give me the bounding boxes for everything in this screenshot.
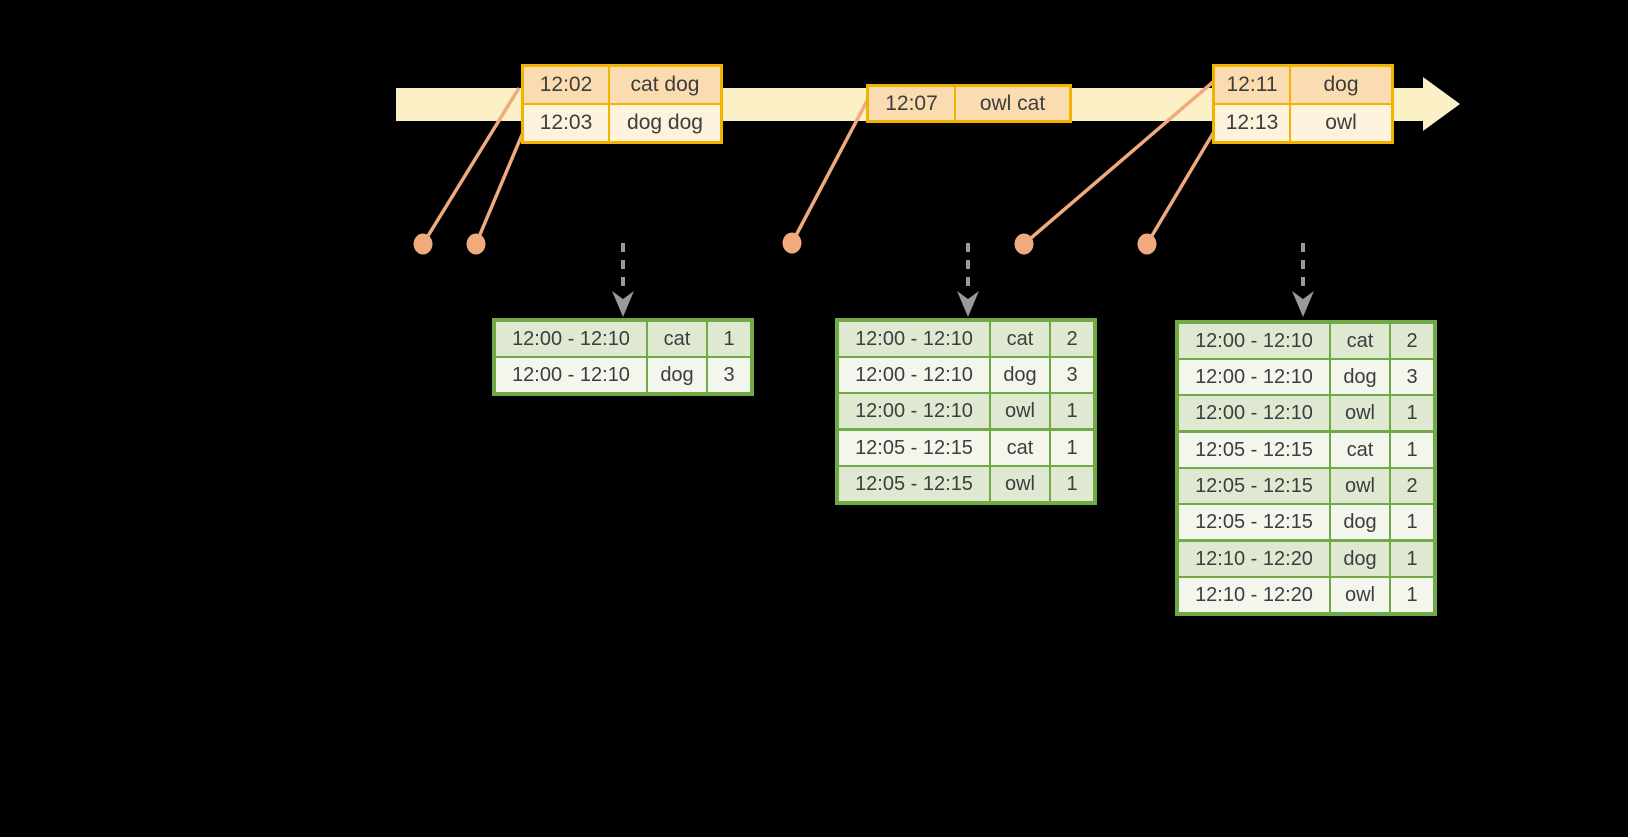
count-cell: 1	[1051, 394, 1093, 428]
window-cell: 12:00 - 12:10	[839, 322, 989, 356]
window-cell: 12:05 - 12:15	[1179, 505, 1329, 539]
word-cell: cat	[648, 322, 706, 356]
count-cell: 2	[1391, 469, 1433, 503]
word-cell: owl	[991, 394, 1049, 428]
connector-line	[1145, 129, 1217, 245]
result-table-3: 12:00 - 12:10 cat 2 12:00 - 12:10 dog 3 …	[1175, 320, 1437, 616]
event-dot	[1014, 233, 1034, 255]
connector-line	[790, 100, 869, 244]
event-time: 12:03	[524, 105, 608, 141]
word-cell: cat	[991, 431, 1049, 465]
window-cell: 12:10 - 12:20	[1179, 578, 1329, 612]
result-table-1: 12:00 - 12:10 cat 1 12:00 - 12:10 dog 3	[492, 318, 754, 396]
window-group: 12:10 - 12:20 dog 1 12:10 - 12:20 owl 1	[1179, 542, 1433, 612]
event-words: dog	[1291, 67, 1391, 103]
event-words: dog dog	[610, 105, 720, 141]
down-arrow-icon	[1292, 291, 1314, 317]
word-cell: dog	[648, 358, 706, 392]
window-cell: 12:00 - 12:10	[1179, 396, 1329, 430]
event-row: 12:13 owl	[1215, 105, 1391, 141]
window-cell: 12:05 - 12:15	[839, 431, 989, 465]
event-table-1: 12:02 cat dog 12:03 dog dog	[521, 64, 723, 144]
down-arrow-icon	[612, 291, 634, 317]
window-group: 12:05 - 12:15 cat 1 12:05 - 12:15 owl 2 …	[1179, 433, 1433, 539]
event-table-3: 12:11 dog 12:13 owl	[1212, 64, 1394, 144]
count-cell: 1	[1391, 505, 1433, 539]
window-cell: 12:00 - 12:10	[839, 358, 989, 392]
connector-line	[474, 129, 526, 245]
window-cell: 12:00 - 12:10	[496, 358, 646, 392]
count-cell: 1	[1051, 467, 1093, 501]
window-cell: 12:00 - 12:10	[1179, 324, 1329, 358]
window-group: 12:00 - 12:10 cat 1 12:00 - 12:10 dog 3	[496, 322, 750, 392]
count-cell: 1	[708, 322, 750, 356]
event-dot	[466, 233, 486, 255]
window-cell: 12:10 - 12:20	[1179, 542, 1329, 576]
event-words: owl	[1291, 105, 1391, 141]
count-cell: 2	[1051, 322, 1093, 356]
event-dot	[413, 233, 433, 255]
count-cell: 1	[1051, 431, 1093, 465]
word-cell: cat	[1331, 433, 1389, 467]
word-cell: dog	[1331, 505, 1389, 539]
word-cell: dog	[1331, 542, 1389, 576]
word-cell: cat	[1331, 324, 1389, 358]
count-cell: 1	[1391, 396, 1433, 430]
count-cell: 2	[1391, 324, 1433, 358]
word-cell: owl	[1331, 578, 1389, 612]
count-cell: 1	[1391, 542, 1433, 576]
event-time: 12:11	[1215, 67, 1289, 103]
down-arrow-icon	[957, 291, 979, 317]
window-cell: 12:00 - 12:10	[1179, 360, 1329, 394]
event-words: owl cat	[956, 87, 1069, 120]
word-cell: dog	[991, 358, 1049, 392]
window-group: 12:00 - 12:10 cat 2 12:00 - 12:10 dog 3 …	[839, 322, 1093, 428]
count-cell: 1	[1391, 433, 1433, 467]
event-time: 12:07	[869, 87, 954, 120]
count-cell: 1	[1391, 578, 1433, 612]
word-cell: owl	[1331, 396, 1389, 430]
event-dot	[782, 232, 802, 254]
event-table-2: 12:07 owl cat	[866, 84, 1072, 123]
event-words: cat dog	[610, 67, 720, 103]
window-cell: 12:05 - 12:15	[1179, 433, 1329, 467]
event-time: 12:13	[1215, 105, 1289, 141]
count-cell: 3	[1051, 358, 1093, 392]
connector-line	[421, 87, 521, 245]
window-cell: 12:05 - 12:15	[839, 467, 989, 501]
event-row: 12:11 dog	[1215, 67, 1391, 103]
word-cell: owl	[1331, 469, 1389, 503]
event-row: 12:02 cat dog	[524, 67, 720, 103]
count-cell: 3	[1391, 360, 1433, 394]
event-dot	[1137, 233, 1157, 255]
count-cell: 3	[708, 358, 750, 392]
timeline-arrowhead-icon	[1423, 77, 1460, 131]
event-time: 12:02	[524, 67, 608, 103]
word-cell: owl	[991, 467, 1049, 501]
window-group: 12:00 - 12:10 cat 2 12:00 - 12:10 dog 3 …	[1179, 324, 1433, 430]
connector-line	[1022, 80, 1215, 246]
event-row: 12:07 owl cat	[869, 87, 1069, 120]
result-table-2: 12:00 - 12:10 cat 2 12:00 - 12:10 dog 3 …	[835, 318, 1097, 505]
window-group: 12:05 - 12:15 cat 1 12:05 - 12:15 owl 1	[839, 431, 1093, 501]
word-cell: cat	[991, 322, 1049, 356]
window-cell: 12:00 - 12:10	[496, 322, 646, 356]
word-cell: dog	[1331, 360, 1389, 394]
window-cell: 12:05 - 12:15	[1179, 469, 1329, 503]
event-row: 12:03 dog dog	[524, 105, 720, 141]
window-cell: 12:00 - 12:10	[839, 394, 989, 428]
